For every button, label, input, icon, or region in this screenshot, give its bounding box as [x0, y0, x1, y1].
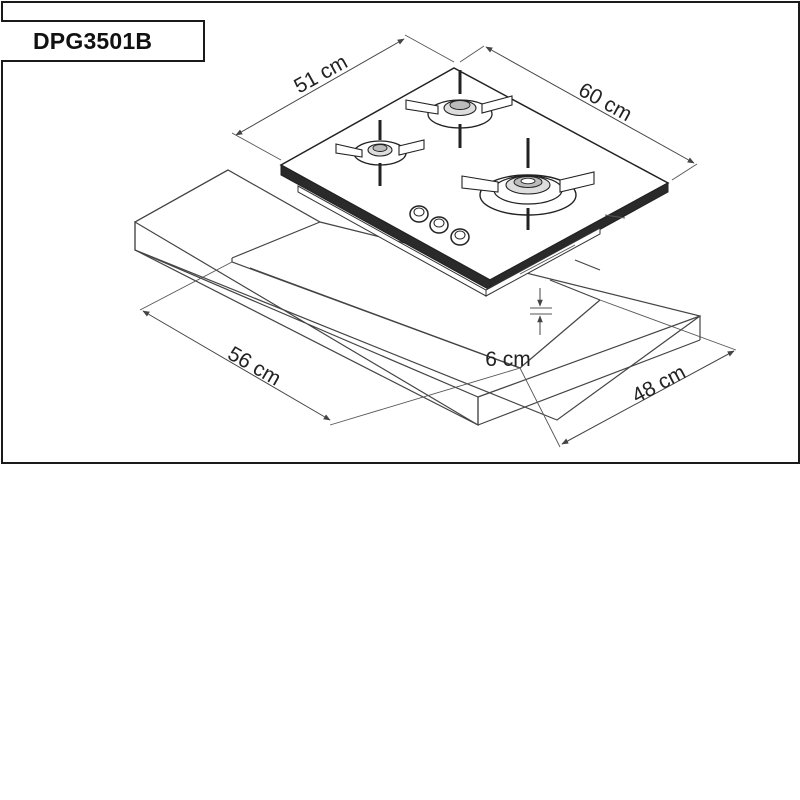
- dimension-48cm: [519, 299, 737, 448]
- dimension-51cm: [231, 34, 455, 161]
- dimension-6cm: [530, 288, 552, 335]
- dimension-label-60cm: 60 cm: [575, 78, 636, 126]
- dimension-label-48cm: 48 cm: [628, 361, 689, 408]
- wok-burner: [461, 138, 595, 230]
- dimension-56cm: [139, 261, 521, 426]
- dimension-label-6cm: 6 cm: [485, 348, 531, 371]
- dimension-label-51cm: 51 cm: [290, 50, 351, 98]
- diagram-frame: [1, 1, 800, 464]
- model-label-box: DPG3501B: [1, 20, 205, 62]
- model-number: DPG3501B: [33, 27, 153, 54]
- cutout-opening: [231, 221, 601, 369]
- dimension-label-56cm: 56 cm: [224, 342, 285, 391]
- dimension-60cm: [459, 45, 698, 181]
- control-knobs: [409, 205, 470, 246]
